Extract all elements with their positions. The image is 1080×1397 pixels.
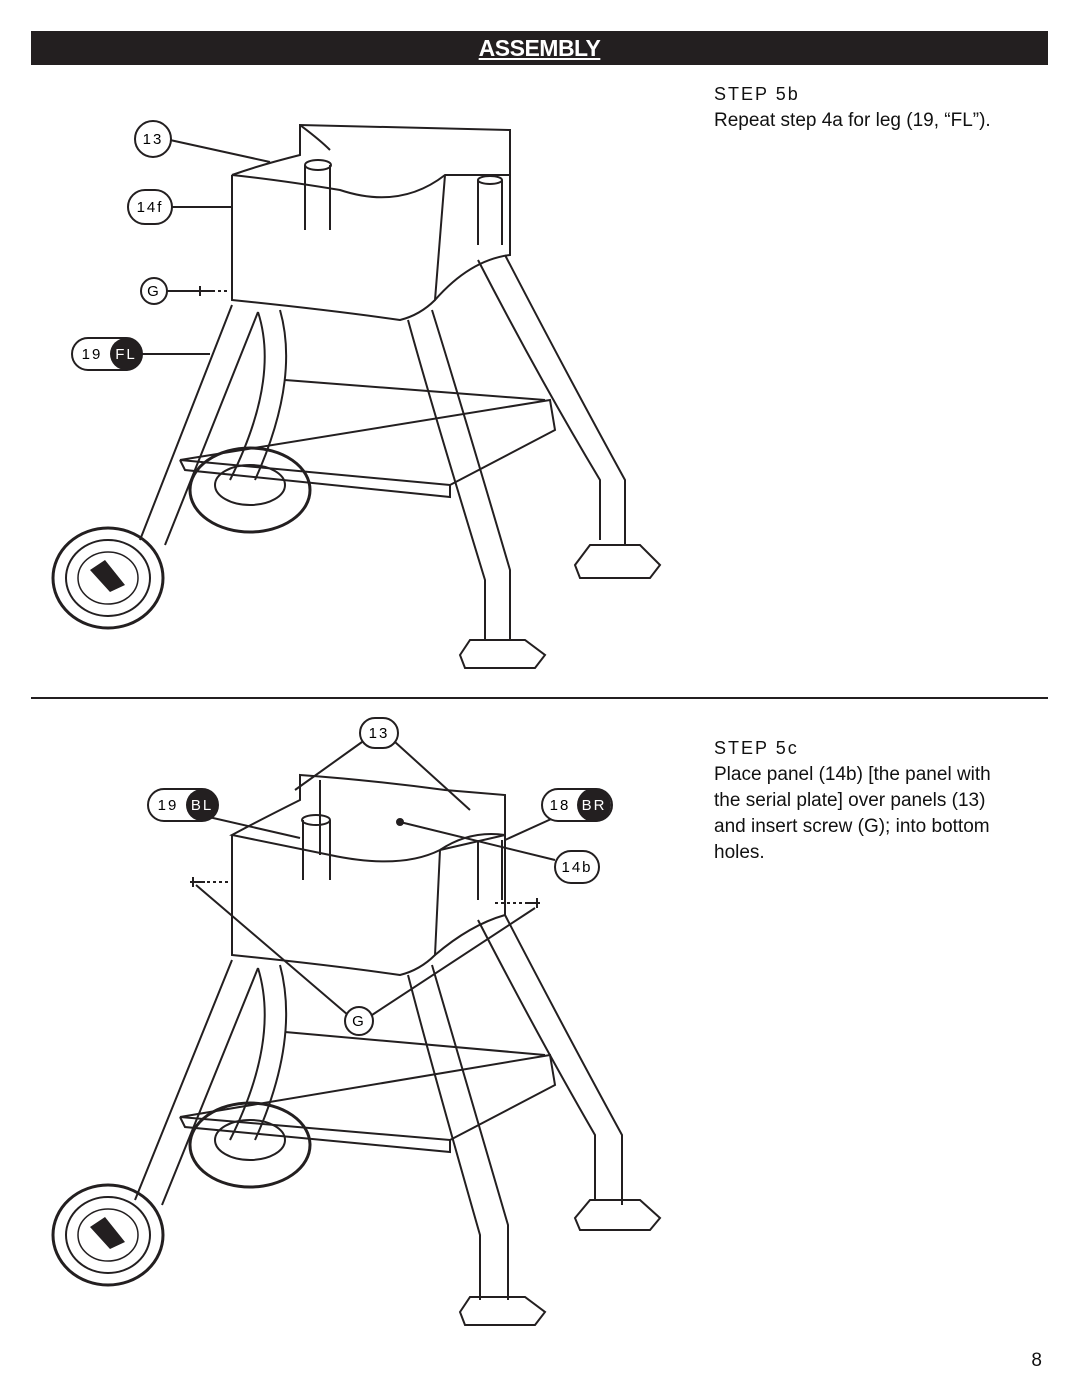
callout-14b: 14b: [554, 850, 600, 884]
step-5c-title: STEP 5c: [714, 738, 799, 758]
callout-19-fl: 19 FL: [71, 337, 143, 371]
callout-19-bl: 19 BL: [147, 788, 219, 822]
svg-text:14b: 14b: [561, 859, 592, 876]
callout-18-br: 18 BR: [541, 788, 613, 822]
callout-14f: 14f: [127, 189, 173, 225]
svg-text:19: 19: [82, 346, 103, 363]
step-5c-line: Place panel (14b) [the panel with: [714, 764, 991, 785]
svg-text:18: 18: [550, 797, 571, 814]
svg-text:FL: FL: [115, 346, 137, 363]
svg-text:G: G: [147, 283, 161, 300]
svg-text:19: 19: [158, 797, 179, 814]
svg-text:13: 13: [143, 131, 164, 148]
callout-g: G: [140, 277, 168, 305]
screw-g-left-icon: [190, 877, 205, 887]
step-5b-title: STEP 5b: [714, 84, 800, 104]
cart-frame-5b: [51, 123, 662, 669]
screw-g-icon: [195, 286, 215, 296]
step-5c-line: the serial plate] over panels (13): [714, 790, 986, 811]
section-divider: [31, 697, 1048, 699]
callout-g-5c: G: [344, 1006, 374, 1036]
step-5c-line: and insert screw (G); into bottom: [714, 816, 990, 837]
screw-g-right-icon: [525, 898, 540, 908]
section-title: ASSEMBLY: [478, 35, 601, 61]
step-5c-line: holes.: [714, 842, 765, 863]
svg-text:BR: BR: [582, 797, 607, 814]
svg-text:14f: 14f: [137, 199, 164, 216]
callout-13: 13: [134, 120, 172, 158]
cart-frame-5c: [51, 773, 662, 1326]
svg-text:G: G: [352, 1013, 366, 1030]
page-number: 8: [1031, 1350, 1042, 1371]
svg-text:BL: BL: [191, 797, 213, 814]
callout-13-5c: 13: [359, 717, 399, 749]
svg-text:13: 13: [369, 725, 390, 742]
step-5c-instruction: Place panel (14b) [the panel with the se…: [714, 762, 991, 866]
step-5b-instruction: Repeat step 4a for leg (19, “FL”).: [714, 110, 991, 131]
header-bar: ASSEMBLY: [31, 31, 1048, 65]
